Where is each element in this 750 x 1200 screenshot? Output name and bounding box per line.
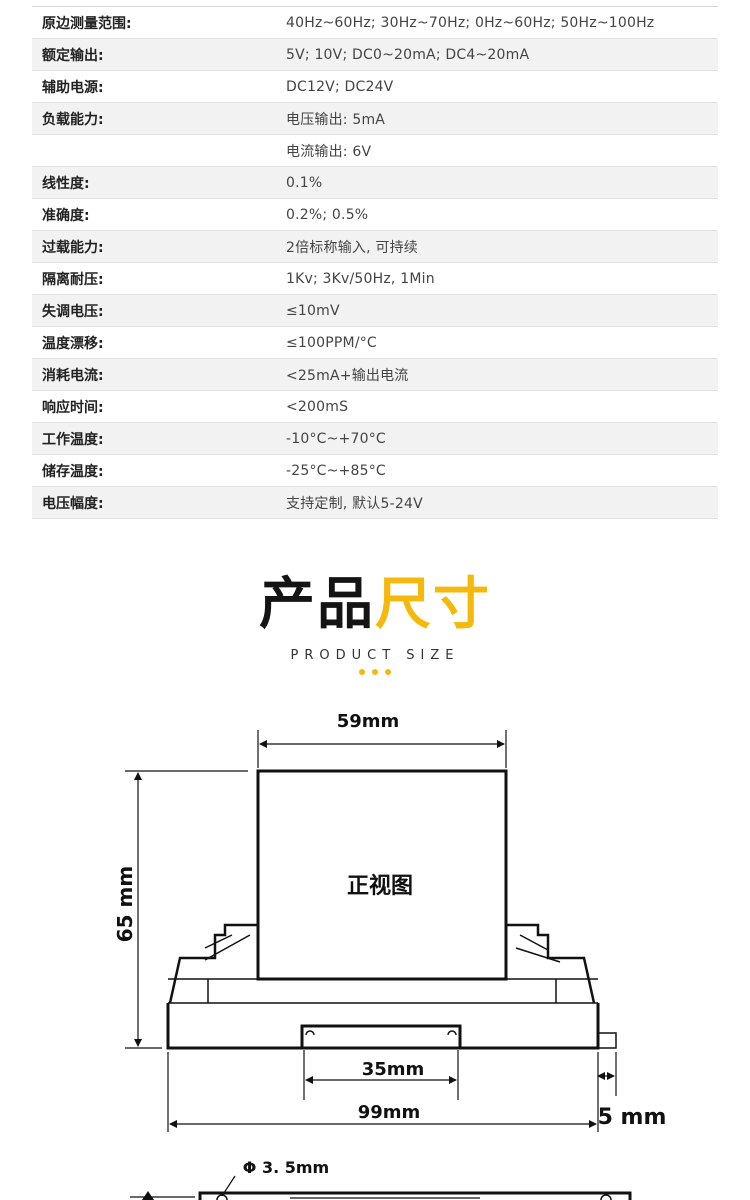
spec-value: 1Kv; 3Kv/50Hz, 1Min xyxy=(286,270,435,287)
title-yellow: 尺寸 xyxy=(375,572,491,637)
spec-label: 负载能力: xyxy=(42,111,104,128)
spec-label: 过载能力: xyxy=(42,239,104,256)
spec-value: ≤100PPM/°C xyxy=(286,334,377,351)
module-outline xyxy=(166,769,617,1050)
spec-row: 电流输出: 6V xyxy=(32,135,718,167)
spec-value: <25mA+输出电流 xyxy=(286,367,409,384)
spec-row: 储存温度: -25°C~+85°C xyxy=(32,455,718,487)
title-black: 产品 xyxy=(259,572,375,637)
spec-value: 40Hz~60Hz; 30Hz~70Hz; 0Hz~60Hz; 50Hz~100… xyxy=(286,14,655,31)
section-subtitle: PRODUCT SIZE xyxy=(290,648,460,663)
spec-label: 响应时间: xyxy=(42,399,104,416)
section-heading: 产品尺寸 xyxy=(0,570,750,640)
spec-value: 0.2%; 0.5% xyxy=(286,206,369,223)
lower-drawing xyxy=(130,1175,632,1200)
spec-label: 电压幅度: xyxy=(42,495,104,512)
spec-label: 隔离耐压: xyxy=(42,271,104,288)
dim-hole: Φ 3. 5mm xyxy=(243,1158,329,1177)
dimension-drawing: 59mm 65 mm 正视图 35mm 99mm 5 mm Φ 3. 5mm xyxy=(113,711,667,1200)
spec-label: 准确度: xyxy=(42,207,90,224)
spec-value: -25°C~+85°C xyxy=(286,462,386,479)
dim-rail-width: 35mm xyxy=(362,1059,425,1080)
rail-notch xyxy=(300,1024,462,1048)
spec-row: 线性度: 0.1% xyxy=(32,167,718,199)
spec-table: 原边测量范围: 40Hz~60Hz; 30Hz~70Hz; 0Hz~60Hz; 5… xyxy=(32,6,718,519)
section-title: 产品尺寸 PRODUCT SIZE xyxy=(0,570,750,675)
spec-label: 温度漂移: xyxy=(42,335,104,352)
spec-value: <200mS xyxy=(286,398,349,415)
spec-label: 失调电压: xyxy=(42,303,104,320)
spec-label: 工作温度: xyxy=(42,431,104,448)
spec-row: 电压幅度: 支持定制, 默认5-24V xyxy=(32,487,718,519)
spec-row: 隔离耐压: 1Kv; 3Kv/50Hz, 1Min xyxy=(32,263,718,295)
spec-value: 2倍标称输入, 可持续 xyxy=(286,239,419,256)
spec-label: 线性度: xyxy=(42,175,90,192)
right-clip xyxy=(506,923,596,1004)
spec-row: 额定输出: 5V; 10V; DC0~20mA; DC4~20mA xyxy=(32,39,718,71)
spec-value: 0.1% xyxy=(286,174,323,191)
spec-label: 原边测量范围: xyxy=(42,15,132,32)
spec-value: 电流输出: 6V xyxy=(286,143,372,160)
decor-dot-icon xyxy=(385,669,391,675)
spec-value: DC12V; DC24V xyxy=(286,78,394,95)
spec-row: 失调电压: ≤10mV xyxy=(32,295,718,327)
spec-row: 消耗电流: <25mA+输出电流 xyxy=(32,359,718,391)
spec-label: 消耗电流: xyxy=(42,367,104,384)
center-label: 正视图 xyxy=(347,873,413,899)
dim-total-width: 99mm xyxy=(358,1102,421,1123)
dimension-lines xyxy=(125,730,617,1132)
spec-value: 5V; 10V; DC0~20mA; DC4~20mA xyxy=(286,46,530,63)
spec-row: 工作温度: -10°C~+70°C xyxy=(32,423,718,455)
dim-height: 65 mm xyxy=(113,866,137,942)
spec-value: 支持定制, 默认5-24V xyxy=(286,495,423,512)
spec-value: -10°C~+70°C xyxy=(286,430,386,447)
spec-value: 电压输出: 5mA xyxy=(286,111,386,128)
spec-row: 负载能力: 电压输出: 5mA xyxy=(32,103,718,135)
spec-row: 过载能力: 2倍标称输入, 可持续 xyxy=(32,231,718,263)
spec-row: 温度漂移: ≤100PPM/°C xyxy=(32,327,718,359)
spec-row: 准确度: 0.2%; 0.5% xyxy=(32,199,718,231)
spec-label: 额定输出: xyxy=(42,47,104,64)
spec-row: 辅助电源: DC12V; DC24V xyxy=(32,71,718,103)
dim-side-width: 5 mm xyxy=(598,1105,667,1130)
spec-label: 辅助电源: xyxy=(42,79,104,96)
spec-row: 原边测量范围: 40Hz~60Hz; 30Hz~70Hz; 0Hz~60Hz; 5… xyxy=(32,7,718,39)
decor-dot-icon xyxy=(359,669,365,675)
spec-value: ≤10mV xyxy=(286,302,340,319)
spec-label: 储存温度: xyxy=(42,463,104,480)
side-tab xyxy=(597,1032,617,1049)
decor-dot-icon xyxy=(372,669,378,675)
dim-width-top: 59mm xyxy=(337,711,400,732)
module-base xyxy=(166,1003,600,1050)
spec-row: 响应时间: <200mS xyxy=(32,391,718,423)
decor-dots xyxy=(0,669,750,675)
left-clip xyxy=(168,923,258,1004)
